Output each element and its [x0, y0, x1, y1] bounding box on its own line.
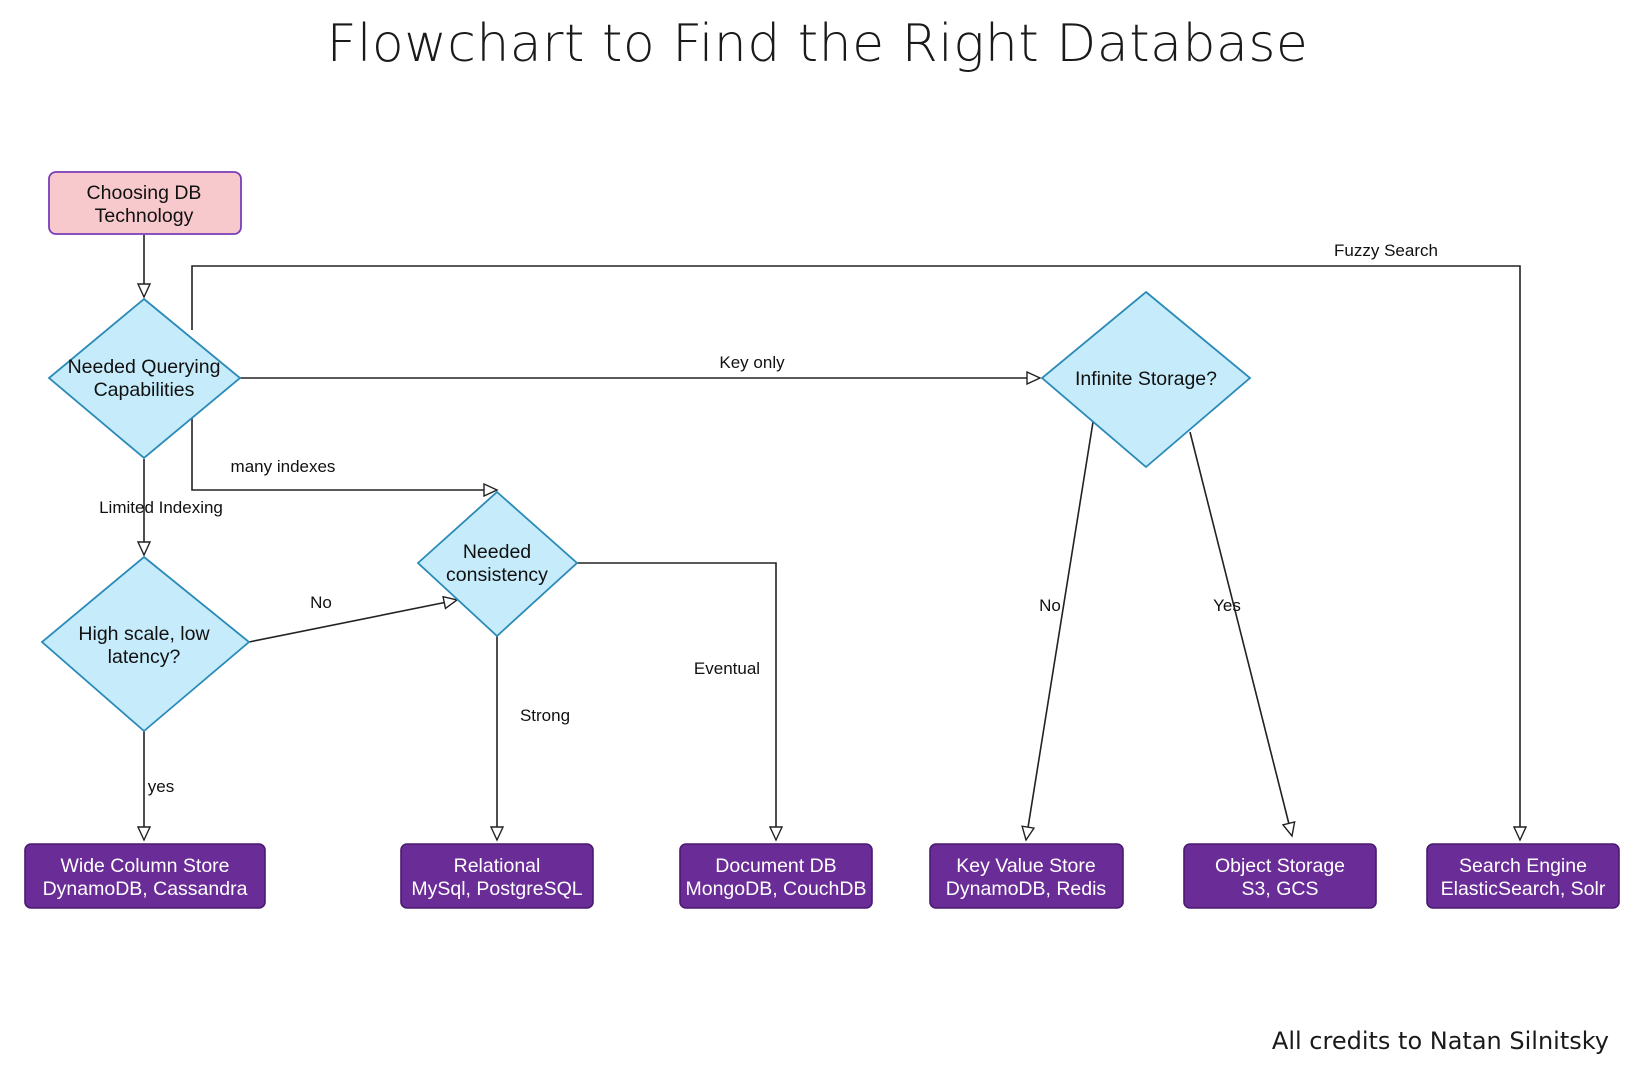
result-relational-line2: MySql, PostgreSQL	[411, 878, 582, 900]
page-title: Flowchart to Find the Right Database	[326, 14, 1309, 74]
result-key-value-line1: Key Value Store	[956, 855, 1095, 877]
label-fuzzy-search: Fuzzy Search	[1334, 241, 1438, 260]
label-no-scale: No	[310, 593, 332, 612]
edge-no-scale	[248, 600, 457, 643]
result-relational: Relational MySql, PostgreSQL	[400, 843, 594, 909]
decision-scale: High scale, low latency?	[40, 555, 251, 733]
result-key-value: Key Value Store DynamoDB, Redis	[929, 843, 1124, 909]
result-document: Document DB MongoDB, CouchDB	[679, 843, 873, 909]
decision-consistency: Needed consistency	[416, 490, 579, 638]
edge-many-indexes	[191, 416, 497, 490]
start-node-line1: Choosing DB	[87, 182, 202, 204]
edges	[144, 235, 1520, 840]
start-node: Choosing DB Technology	[48, 171, 242, 235]
label-key-only: Key only	[719, 353, 785, 372]
edge-labels: Fuzzy Search Key only many indexes Limit…	[99, 241, 1438, 796]
result-relational-line1: Relational	[454, 855, 541, 877]
label-yes-storage: Yes	[1213, 596, 1241, 615]
result-object-storage-line1: Object Storage	[1215, 855, 1345, 877]
result-document-line1: Document DB	[715, 855, 836, 877]
decision-querying: Needed Querying Capabilities	[47, 297, 242, 460]
label-eventual: Eventual	[694, 659, 760, 678]
credits-text: All credits to Natan Silnitsky	[1271, 1027, 1609, 1055]
label-limited-indexing: Limited Indexing	[99, 498, 223, 517]
decision-consistency-line2: consistency	[446, 564, 548, 586]
result-wide-column-line2: DynamoDB, Cassandra	[43, 878, 248, 900]
decision-querying-line1: Needed Querying	[68, 356, 221, 378]
decision-storage: Infinite Storage?	[1040, 290, 1252, 469]
decision-scale-line2: latency?	[108, 646, 181, 668]
result-object-storage: Object Storage S3, GCS	[1183, 843, 1377, 909]
decision-scale-line1: High scale, low	[78, 623, 210, 645]
edge-yes-storage	[1189, 431, 1292, 836]
edge-fuzzy-search	[191, 265, 1520, 840]
start-node-line2: Technology	[95, 205, 194, 227]
result-search-engine-line1: Search Engine	[1459, 855, 1587, 877]
decision-storage-line1: Infinite Storage?	[1075, 368, 1217, 390]
result-wide-column: Wide Column Store DynamoDB, Cassandra	[24, 843, 266, 909]
decision-consistency-line1: Needed	[463, 541, 531, 563]
result-key-value-line2: DynamoDB, Redis	[946, 878, 1107, 900]
label-no-storage: No	[1039, 596, 1061, 615]
label-strong: Strong	[520, 706, 570, 725]
result-document-line2: MongoDB, CouchDB	[685, 878, 866, 900]
result-search-engine: Search Engine ElasticSearch, Solr	[1426, 843, 1620, 909]
edge-eventual	[577, 562, 776, 840]
result-object-storage-line2: S3, GCS	[1242, 878, 1319, 900]
decision-querying-line2: Capabilities	[94, 379, 195, 401]
result-wide-column-line1: Wide Column Store	[60, 855, 229, 877]
result-search-engine-line2: ElasticSearch, Solr	[1441, 878, 1606, 900]
edge-no-storage	[1026, 421, 1094, 840]
label-yes-scale: yes	[148, 777, 174, 796]
label-many-indexes: many indexes	[231, 457, 336, 476]
